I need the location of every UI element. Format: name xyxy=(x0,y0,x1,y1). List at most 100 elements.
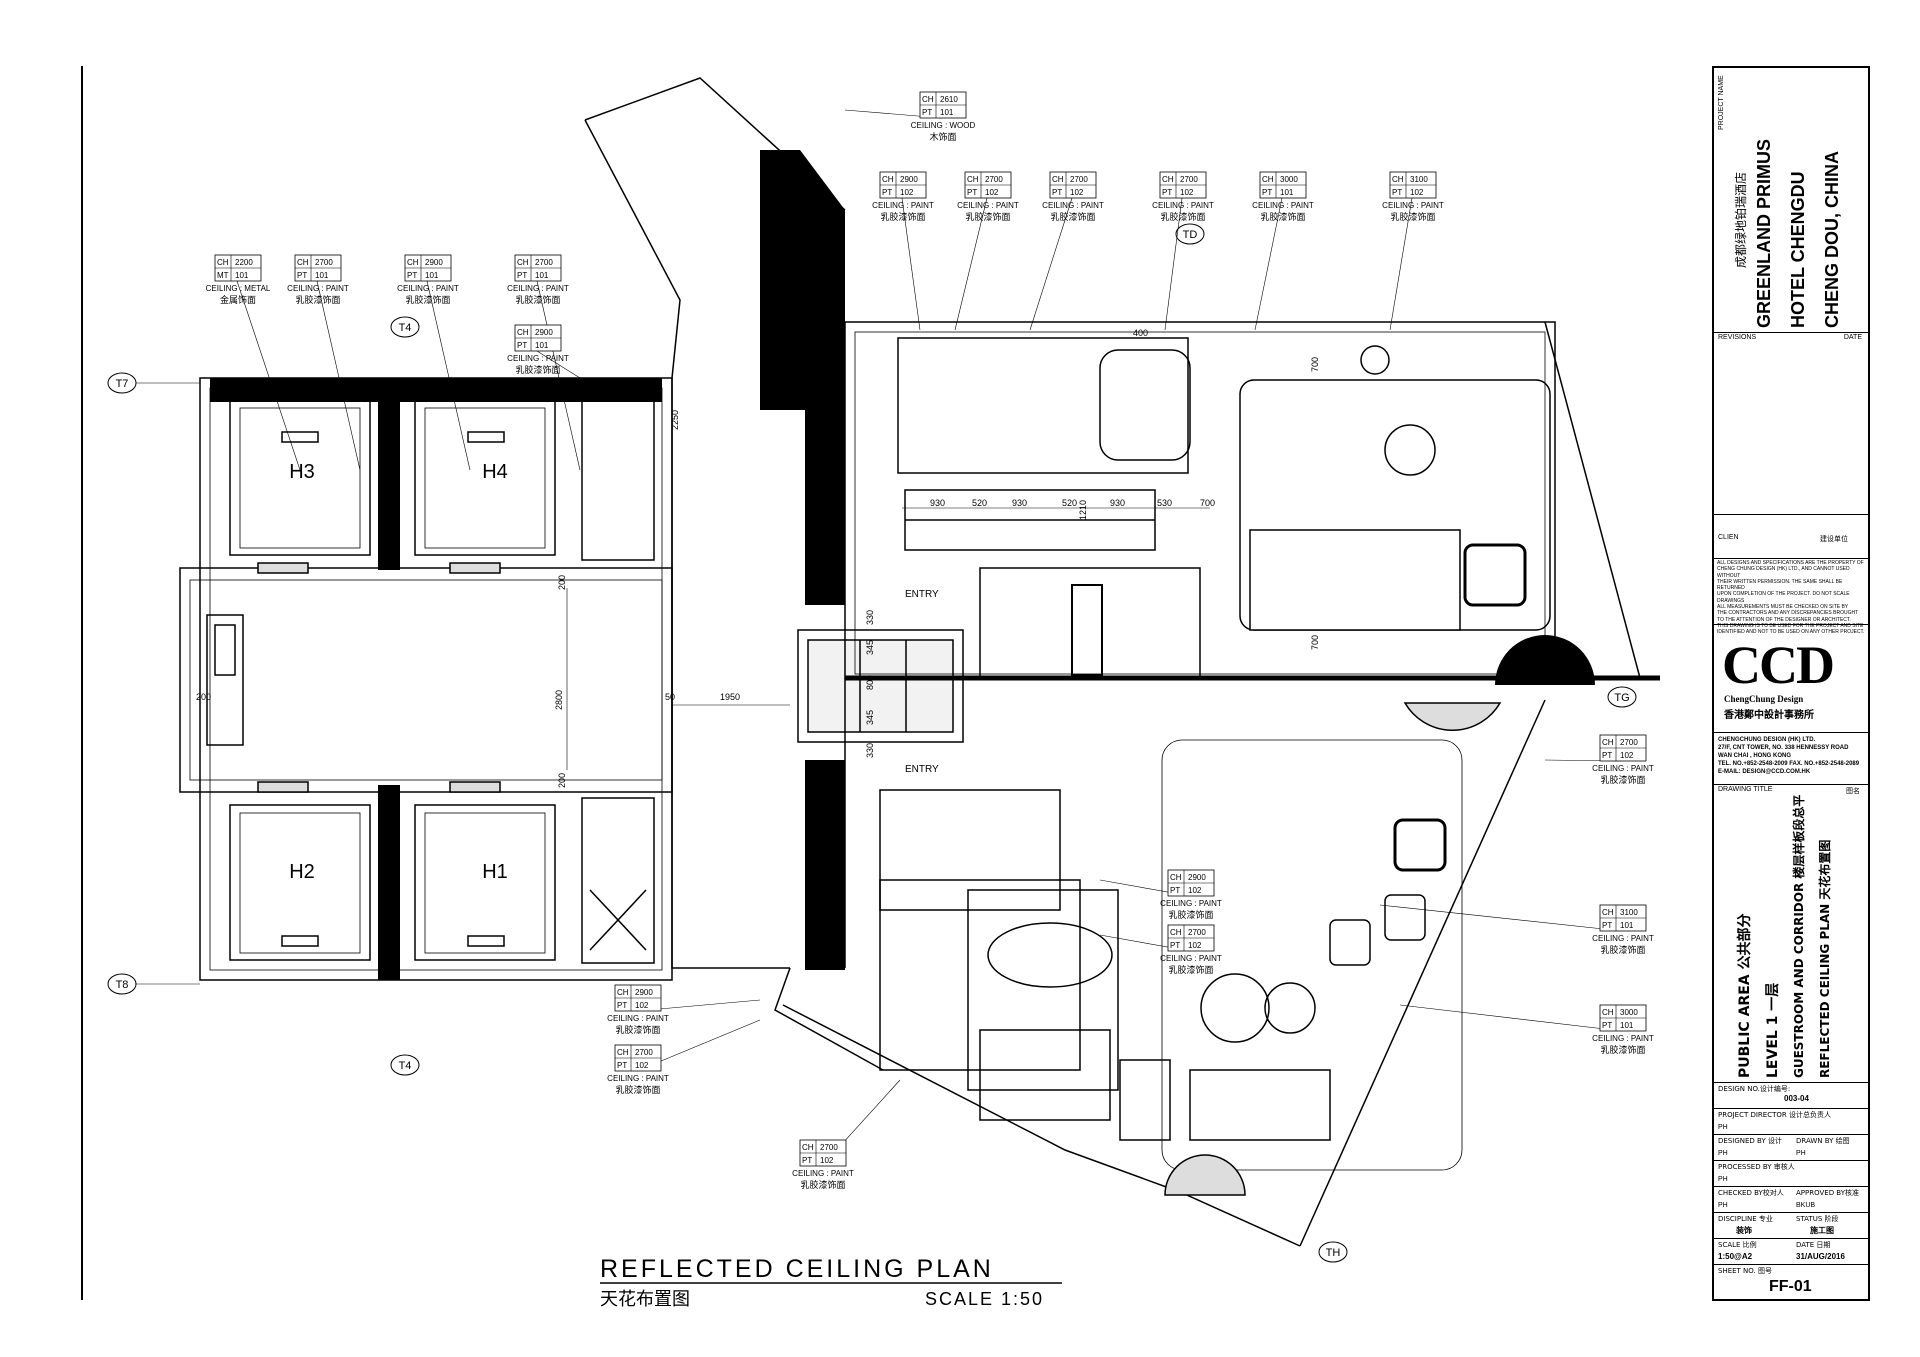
ceiling-tag-type: CEILING : PAINT xyxy=(507,284,569,293)
ceiling-tag-finish-cn: 乳胶漆饰面 xyxy=(515,294,560,306)
ceiling-tag-number: 102 xyxy=(820,1156,834,1165)
ceiling-tag-leader xyxy=(901,197,921,331)
ceiling-tag-code: PT xyxy=(1602,751,1612,760)
notice-line: THE CONTRACTORS AND ANY DISCREPANCIES BR… xyxy=(1717,610,1859,617)
grid-tag-t4-top: T4 xyxy=(390,316,420,338)
dim-930-b: 930 xyxy=(1012,498,1027,508)
drawing-title-label: DRAWING TITLE xyxy=(1718,786,1773,793)
revisions-label: REVISIONS xyxy=(1718,334,1757,341)
ceiling-tag-code: PT xyxy=(967,188,977,197)
checked-by-value: PH xyxy=(1718,1202,1728,1209)
grid-tag-tg: TG xyxy=(1607,686,1637,708)
ceiling-tag-code: PT xyxy=(1262,188,1272,197)
ceiling-tag-type: CEILING : PAINT xyxy=(397,284,459,293)
status-value: 施工图 xyxy=(1810,1226,1834,1235)
ceiling-tag-number: 102 xyxy=(1188,886,1202,895)
ceiling-tag-type: CEILING : PAINT xyxy=(1382,201,1444,210)
ceiling-tag-type: CEILING : PAINT xyxy=(872,201,934,210)
ceiling-tag-finish-cn: 乳胶漆饰面 xyxy=(615,1084,660,1096)
ceiling-tag-code: PT xyxy=(617,1001,627,1010)
ceiling-tag-ch-label: CH xyxy=(1052,175,1064,184)
ceiling-tag-number: 102 xyxy=(1188,941,1202,950)
dim-330-b: 330 xyxy=(865,743,875,758)
firm-address-line: 27/F, CNT TOWER, NO. 338 HENNESSY ROAD xyxy=(1718,745,1849,751)
ceiling-tag-height: 2900 xyxy=(635,988,653,997)
project-name-line-3: CHENG DOU, CHINA xyxy=(1822,150,1842,328)
approved-by-label: APPROVED BY核准 xyxy=(1796,1189,1860,1197)
ceiling-tag-ch-label: CH xyxy=(1170,873,1182,882)
designed-by-label: DESIGNED BY 设计 xyxy=(1718,1137,1782,1145)
ceiling-tag-type: CEILING : PAINT xyxy=(1592,1034,1654,1043)
ceiling-tag-finish-cn: 乳胶漆饰面 xyxy=(800,1179,845,1191)
project-director-label: PROJECT DIRECTOR 设计总负责人 xyxy=(1718,1111,1831,1119)
ceiling-tag-number: 101 xyxy=(535,341,549,350)
ceiling-tag-type: CEILING : PAINT xyxy=(957,201,1019,210)
ceiling-tag-number: 101 xyxy=(315,271,329,280)
ceiling-tag-leader xyxy=(1399,1004,1623,1032)
ceiling-tag-ch-label: CH xyxy=(407,258,419,267)
ceiling-tag-finish-cn: 乳胶漆饰面 xyxy=(515,364,560,376)
plan-title-block: REFLECTED CEILING PLAN 天花布置图 SCALE 1:50 xyxy=(600,1255,1062,1310)
sheet-no-label: SHEET NO. 图号 xyxy=(1718,1267,1772,1275)
ceiling-tag-finish-cn: 乳胶漆饰面 xyxy=(1390,211,1435,223)
notice-line: THEIR WRITTEN PERMISSION. THE SAME SHALL… xyxy=(1717,578,1843,592)
notice-line: THIS DRAWING IS TO BE USED FOR THE PROJE… xyxy=(1717,622,1864,629)
notice-line: CHENG CHUNG DESIGN (HK) LTD., AND CANNOT… xyxy=(1717,566,1850,579)
guestroom-upper xyxy=(844,321,1641,679)
dim-345-b: 345 xyxy=(865,710,875,725)
svg-text:T4: T4 xyxy=(399,1060,412,1072)
date-field-label: DATE 日期 xyxy=(1796,1241,1831,1249)
status-label: STATUS 阶段 xyxy=(1796,1215,1839,1223)
ceiling-tag-height: 2900 xyxy=(900,175,918,184)
ceiling-tag-height: 3100 xyxy=(1410,175,1428,184)
title-block: PROJECT NAME 成都绿地铂瑞酒店 GREENLAND PRIMUS H… xyxy=(1712,66,1870,1301)
dim-200-b: 200 xyxy=(557,575,567,590)
ceiling-tag-number: 101 xyxy=(235,271,249,280)
dim-700-c: 700 xyxy=(1310,635,1320,650)
drawn-by-label: DRAWN BY 绘图 xyxy=(1796,1137,1850,1145)
date-value: 31/AUG/2016 xyxy=(1796,1252,1845,1261)
ceiling-tag-ch-label: CH xyxy=(802,1143,814,1152)
ceiling-tag-height: 2610 xyxy=(940,95,958,104)
client-cn: 建设单位 xyxy=(1820,535,1848,543)
dim-520-b: 520 xyxy=(1062,498,1077,508)
ceiling-tag-code: MT xyxy=(217,271,229,280)
checked-by-label: CHECKED BY校对人 xyxy=(1718,1189,1784,1197)
ceiling-tag-ch-label: CH xyxy=(1602,908,1614,917)
ceiling-tag-number: 101 xyxy=(425,271,439,280)
ceiling-tag-height: 2900 xyxy=(535,328,553,337)
ceiling-tag-type: CEILING : PAINT xyxy=(1160,899,1222,908)
scale-label: SCALE 比例 xyxy=(1718,1241,1757,1249)
notice-line: IDENTIFIED AND NOT TO BE USED ON ANY OTH… xyxy=(1717,629,1865,636)
guestroom-lower xyxy=(774,678,1546,1247)
ceiling-tag-finish-cn: 乳胶漆饰面 xyxy=(965,211,1010,223)
ceiling-tag-finish-cn: 木饰面 xyxy=(929,131,956,143)
ceiling-tag-leader xyxy=(1254,197,1283,331)
project-name-cn: 成都绿地铂瑞酒店 xyxy=(1734,171,1748,268)
scale-value: 1:50@A2 xyxy=(1718,1252,1753,1261)
ceiling-tag-height: 2200 xyxy=(235,258,253,267)
firm-address-line: E-MAIL: DESIGN@CCD.COM.HK xyxy=(1718,769,1811,775)
notice-line: ALL MEASUREMENTS MUST BE CHECKED ON SITE… xyxy=(1717,604,1849,611)
dim-520-a: 520 xyxy=(972,498,987,508)
entry-labels: ENTRY ENTRY xyxy=(905,589,939,775)
firm-address: CHENGCHUNG DESIGN (HK) LTD.27/F, CNT TOW… xyxy=(1718,736,1859,776)
ceiling-tag-finish-cn: 乳胶漆饰面 xyxy=(405,294,450,306)
ceiling-tag-height: 3000 xyxy=(1280,175,1298,184)
ceiling-tag-number: 102 xyxy=(1070,188,1084,197)
ceiling-tag-number: 102 xyxy=(985,188,999,197)
ceiling-tag-leader xyxy=(1164,197,1183,331)
svg-text:TD: TD xyxy=(1183,229,1198,241)
ceiling-tag-type: CEILING : METAL xyxy=(206,284,271,293)
ceiling-tag-ch-label: CH xyxy=(297,258,309,267)
project-name-label: PROJECT NAME xyxy=(1718,75,1725,130)
ceiling-tag-code: PT xyxy=(1170,941,1180,950)
